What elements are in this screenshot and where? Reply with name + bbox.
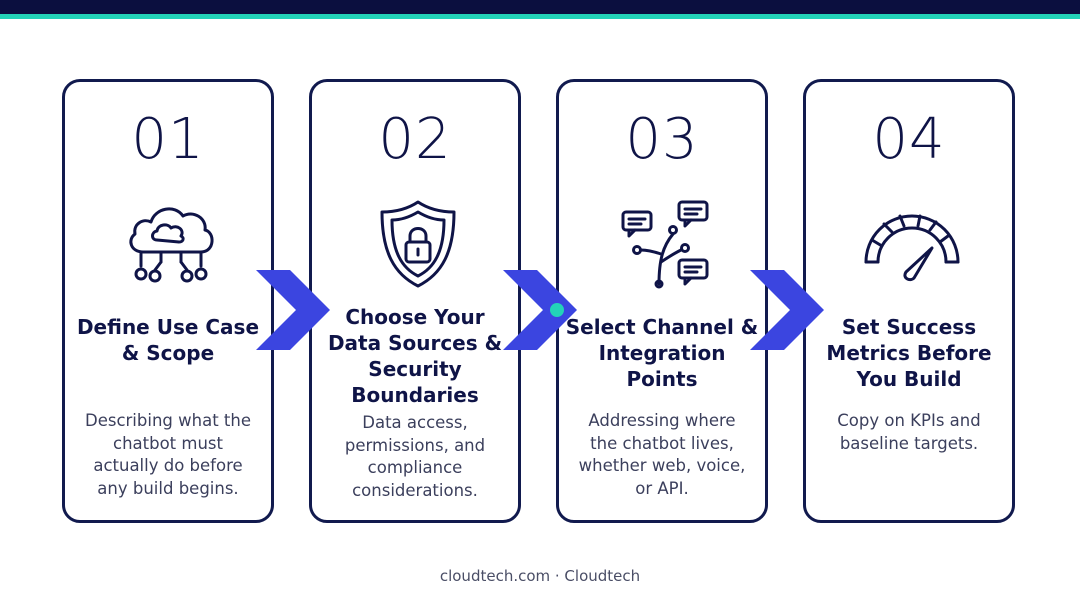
- top-bar: [0, 0, 1080, 14]
- chevron-right-icon: [256, 270, 330, 350]
- cloud-network-icon: [129, 207, 214, 283]
- step-title: Define Use Case & Scope: [76, 315, 260, 365]
- step-card-3: 03 Select Channel & Integration Points A…: [556, 79, 768, 523]
- step-card-4: 04 Set Success Metrics Before You Build …: [803, 79, 1015, 523]
- step-number: 01: [131, 107, 205, 172]
- chevron-right-icon: [503, 270, 577, 350]
- step-card-1: 01 Define Use Case & Scope Describing wh…: [62, 79, 274, 523]
- step-description: Copy on KPIs and baseline targets.: [837, 411, 981, 453]
- top-accent-line: [0, 14, 1080, 19]
- step-number: 04: [872, 107, 946, 172]
- step-description: Addressing where the chatbot lives, whet…: [578, 411, 746, 498]
- step-title: Set Success Metrics Before You Build: [826, 315, 992, 391]
- step-title: Choose Your Data Sources & Security Boun…: [327, 305, 503, 407]
- step-title: Select Channel & Integration Points: [565, 315, 759, 391]
- chat-branch-icon: [621, 200, 709, 289]
- speedometer-icon: [864, 214, 960, 282]
- step-number: 03: [625, 107, 699, 172]
- step-description: Describing what the chatbot must actuall…: [85, 411, 251, 498]
- step-card-2: 02 Choose Your Data Sources & Security B…: [309, 79, 521, 523]
- chevron-right-icon: [750, 270, 824, 350]
- footer-credit: cloudtech.com · Cloudtech: [439, 567, 641, 585]
- step-number: 02: [378, 107, 452, 172]
- shield-lock-icon: [380, 200, 456, 288]
- step-description: Data access, permissions, and compliance…: [344, 413, 486, 500]
